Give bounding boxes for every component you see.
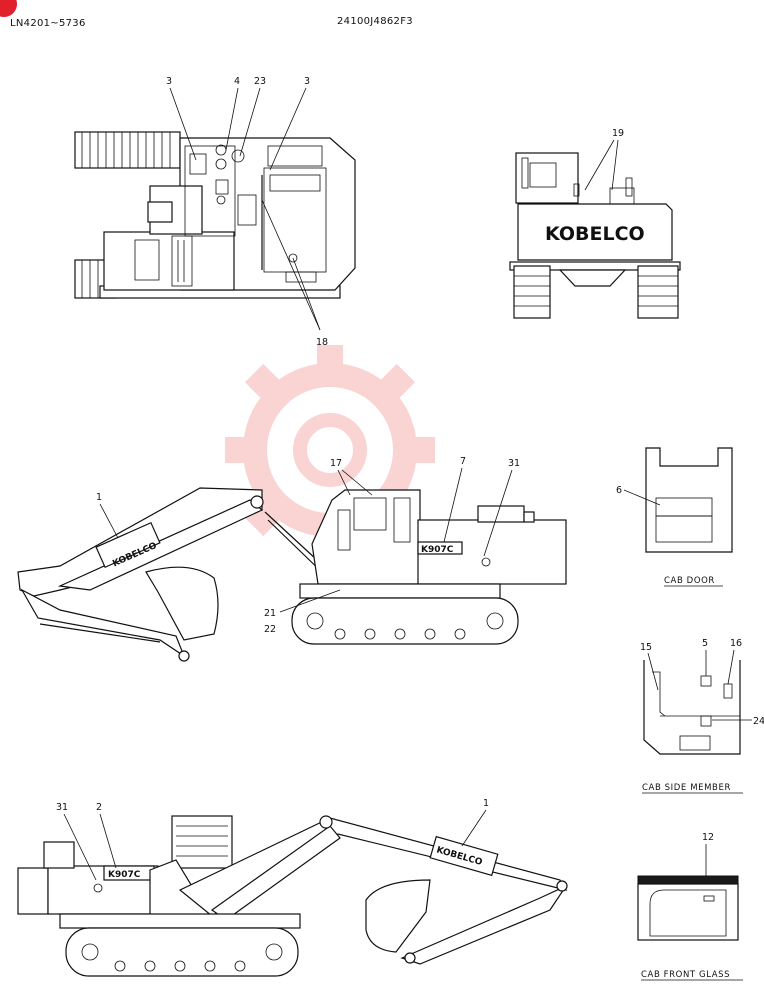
- serial-range: LN4201~5736: [10, 18, 86, 29]
- callout-7-left: 7: [460, 456, 466, 467]
- top-view: 3 4 23 3 18: [74, 76, 356, 348]
- cab-side-member-caption: CAB SIDE MEMBER: [642, 783, 731, 793]
- callout-31-left: 31: [508, 458, 520, 469]
- callout-19-rear: 19: [612, 128, 624, 139]
- cab-side-member-detail: 15 5 16 24 CAB SIDE MEMBER: [640, 638, 764, 794]
- callout-16-side-member: 16: [730, 638, 742, 649]
- part-number: 24100J4862F3: [337, 16, 413, 27]
- callout-18-top: 18: [316, 337, 328, 348]
- right-side-view: K907C KOBELCO 31: [17, 798, 568, 977]
- right-model-label: K907C: [108, 870, 141, 880]
- cab-door-caption: CAB DOOR: [664, 576, 715, 586]
- callout-23-top: 23: [254, 76, 266, 87]
- callout-4-top: 4: [234, 76, 240, 87]
- callout-3-top-left: 3: [166, 76, 172, 87]
- corner-marker-icon: [0, 0, 17, 17]
- cab-door-detail: 6 CAB DOOR: [616, 447, 733, 587]
- callout-2-right: 2: [96, 802, 102, 813]
- callout-5-side-member: 5: [702, 638, 708, 649]
- callout-24-side-member: 24: [753, 716, 764, 727]
- callout-12-front-glass: 12: [702, 832, 714, 843]
- rear-brand-logo: KOBELCO: [545, 223, 645, 245]
- callout-15-side-member: 15: [640, 642, 652, 653]
- callout-31-right: 31: [56, 802, 68, 813]
- callout-1-left: 1: [96, 492, 102, 503]
- rear-view: KOBELCO 19: [509, 128, 681, 319]
- callout-17-left: 17: [330, 458, 342, 469]
- callout-1-right: 1: [483, 798, 489, 809]
- cab-front-glass-caption: CAB FRONT GLASS: [641, 970, 730, 980]
- left-model-label: K907C: [421, 545, 454, 555]
- cab-front-glass-detail: 12 CAB FRONT GLASS: [637, 832, 743, 981]
- callout-6-cab-door: 6: [616, 485, 622, 496]
- callout-22-left: 22: [264, 624, 276, 635]
- left-side-view: KOBELCO K907C 1: [17, 456, 567, 662]
- callout-3-top-right: 3: [304, 76, 310, 87]
- callout-21-left: 21: [264, 608, 276, 619]
